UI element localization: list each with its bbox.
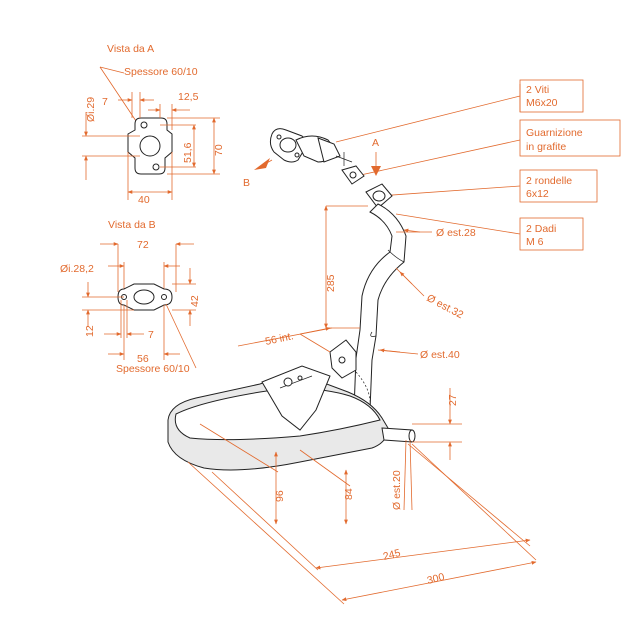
view-b-flange	[117, 283, 173, 311]
svg-text:2 Viti: 2 Viti	[526, 84, 549, 96]
svg-text:M6x20: M6x20	[526, 97, 558, 109]
dim-len-245: 245	[382, 547, 402, 563]
heat-shield	[261, 365, 331, 431]
view-a-flange	[127, 117, 173, 175]
callouts: 2 Viti M6x20 Guarnizione in grafite 2 ro…	[335, 79, 621, 251]
dim-tail-20: Ø est.20	[391, 470, 403, 510]
dim-body-96: 96	[274, 490, 286, 502]
callout-nuts: 2 Dadi M 6	[395, 213, 584, 251]
view-a-thickness: Spessore 60/10	[124, 66, 198, 78]
view-a-dim-7: 7	[102, 96, 108, 108]
dim-height-285: 285	[325, 274, 337, 292]
callout-washers: 2 rondelle 6x12	[377, 169, 598, 203]
view-a-dim-12-5: 12,5	[178, 91, 199, 103]
view-b-title: Vista da B	[108, 219, 156, 231]
dim-int-56: 56 int.	[264, 330, 294, 348]
callout-screws: 2 Viti M6x20	[335, 79, 584, 143]
view-b: Vista da B 72 Øi.28,2 42 12 7 5	[60, 219, 201, 375]
view-arrow-b: B	[243, 158, 273, 189]
view-b-dim-12: 12	[84, 325, 96, 337]
view-b-thickness-leader	[165, 303, 197, 369]
svg-text:2 rondelle: 2 rondelle	[526, 175, 572, 187]
view-b-dim-inner-diameter: Øi.28,2	[60, 263, 94, 275]
svg-text:in grafite: in grafite	[526, 141, 566, 153]
dim-len-300: 300	[426, 571, 446, 587]
view-a-bore	[139, 135, 161, 157]
view-b-dim-7: 7	[148, 329, 154, 341]
callout-gasket: Guarnizione in grafite	[355, 119, 621, 177]
view-b-bore	[133, 289, 155, 305]
svg-text:2 Dadi: 2 Dadi	[526, 223, 556, 235]
view-a-title: Vista da A	[107, 43, 154, 55]
header-flange	[269, 128, 307, 163]
tailpipe	[381, 427, 413, 443]
view-a-bolt-hole-top	[140, 121, 148, 129]
view-a-thickness-leader	[99, 66, 125, 74]
main-dimensions: Ø est.28 285 Ø est.32 Ø est.40 56 int. 2…	[187, 205, 537, 605]
svg-text:6x12: 6x12	[526, 188, 549, 200]
view-a-dim-40: 40	[138, 194, 150, 206]
view-a: Vista da A Spessore 60/10 7 Øi.29 12,5 5…	[82, 43, 225, 206]
view-arrow-a: A	[371, 137, 381, 176]
dim-body-84: 84	[343, 488, 355, 500]
view-b-dim-56: 56	[137, 353, 149, 365]
dim-pipe-40: Ø est.40	[420, 349, 460, 361]
dim-pipe-32: Ø est.32	[425, 292, 466, 321]
view-b-thickness: Spessore 60/10	[116, 363, 190, 375]
svg-text:B: B	[243, 177, 250, 189]
view-b-dim-72: 72	[137, 239, 149, 251]
view-b-dim-42: 42	[189, 295, 201, 307]
dim-tail-27: 27	[447, 394, 459, 406]
view-b-bolt-hole-right	[161, 294, 167, 300]
view-a-bolt-hole-bottom	[152, 163, 160, 171]
dim-pipe-28: Ø est.28	[436, 227, 476, 239]
exhaust-assembly	[167, 128, 416, 471]
svg-text:Guarnizione: Guarnizione	[526, 127, 583, 139]
view-a-dim-51-6: 51,6	[182, 142, 194, 163]
silencer-top-shell	[174, 388, 381, 441]
svg-text:A: A	[372, 137, 379, 149]
view-a-dim-70: 70	[213, 144, 225, 156]
header-mount-plate	[317, 137, 341, 163]
svg-text:M 6: M 6	[526, 236, 544, 248]
view-a-dim-inner-diameter: Øi.29	[85, 97, 97, 122]
